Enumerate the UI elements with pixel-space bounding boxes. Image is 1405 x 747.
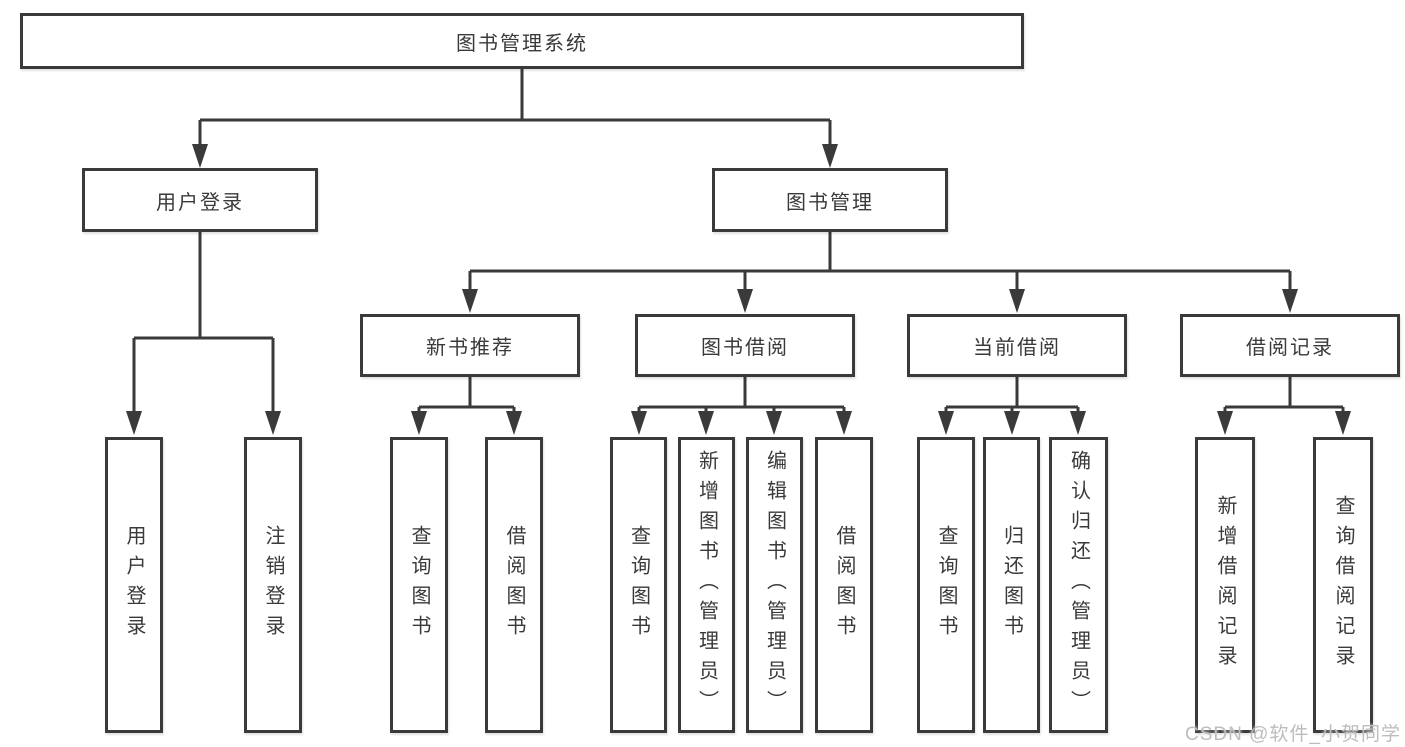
connector-current-borrow-branch xyxy=(938,377,1086,435)
node-book-borrow-label: 图书借阅 xyxy=(701,337,789,359)
node-current-borrow: 当前借阅 xyxy=(907,314,1127,377)
node-root: 图书管理系统 xyxy=(20,13,1024,69)
leaf-query-books-current: 查询图书 xyxy=(917,437,975,733)
leaf-return-book-label: 归还图书 xyxy=(1000,525,1023,645)
node-borrow-records-label: 借阅记录 xyxy=(1246,337,1334,359)
connector-root-branch xyxy=(192,69,838,168)
leaf-query-books: 查询图书 xyxy=(610,437,667,733)
leaf-add-book-admin-label: 新增图书（管理员） xyxy=(695,450,718,720)
leaf-add-borrow-record-label: 新增借阅记录 xyxy=(1214,495,1236,675)
csdn-watermark: CSDN @软件_小贺同学 xyxy=(1185,724,1401,745)
node-user-login-label: 用户登录 xyxy=(156,191,244,214)
node-user-login: 用户登录 xyxy=(82,168,318,232)
leaf-query-borrow-record-label: 查询借阅记录 xyxy=(1332,495,1354,675)
leaf-user-login-label: 用户登录 xyxy=(123,525,145,645)
leaf-borrow-book: 借阅图书 xyxy=(815,437,873,733)
leaf-user-login: 用户登录 xyxy=(105,437,163,733)
node-borrow-records: 借阅记录 xyxy=(1180,314,1400,377)
leaf-query-borrow-record: 查询借阅记录 xyxy=(1313,437,1373,733)
leaf-confirm-return-admin: 确认归还（管理员） xyxy=(1049,437,1108,733)
leaf-add-book-admin: 新增图书（管理员） xyxy=(678,437,735,733)
node-new-book-recommend-label: 新书推荐 xyxy=(426,337,514,359)
leaf-edit-book-admin-label: 编辑图书（管理员） xyxy=(763,450,786,720)
connector-book-borrow-branch xyxy=(631,377,852,435)
node-book-borrow: 图书借阅 xyxy=(635,314,855,377)
leaf-query-books-label: 查询图书 xyxy=(627,525,650,645)
node-root-label: 图书管理系统 xyxy=(456,32,588,55)
connector-user-login-branch xyxy=(126,232,281,435)
leaf-query-books-current-label: 查询图书 xyxy=(935,525,957,645)
leaf-logout-label: 注销登录 xyxy=(262,525,284,645)
leaf-logout: 注销登录 xyxy=(244,437,302,733)
connector-new-book-branch xyxy=(411,377,522,435)
leaf-confirm-return-admin-label: 确认归还（管理员） xyxy=(1067,450,1090,720)
leaf-add-borrow-record: 新增借阅记录 xyxy=(1195,437,1255,733)
node-current-borrow-label: 当前借阅 xyxy=(973,337,1061,359)
leaf-query-books-recommend: 查询图书 xyxy=(390,437,448,733)
leaf-borrow-book-recommend-label: 借阅图书 xyxy=(503,525,525,645)
node-new-book-recommend: 新书推荐 xyxy=(360,314,580,377)
leaf-borrow-book-recommend: 借阅图书 xyxy=(485,437,543,733)
connector-borrow-records-branch xyxy=(1217,377,1351,435)
leaf-borrow-book-label: 借阅图书 xyxy=(833,525,855,645)
node-book-management: 图书管理 xyxy=(712,168,948,232)
leaf-edit-book-admin: 编辑图书（管理员） xyxy=(746,437,803,733)
connector-book-management-branch xyxy=(462,232,1298,313)
node-book-management-label: 图书管理 xyxy=(786,191,874,214)
leaf-query-books-recommend-label: 查询图书 xyxy=(408,525,430,645)
leaf-return-book: 归还图书 xyxy=(983,437,1040,733)
